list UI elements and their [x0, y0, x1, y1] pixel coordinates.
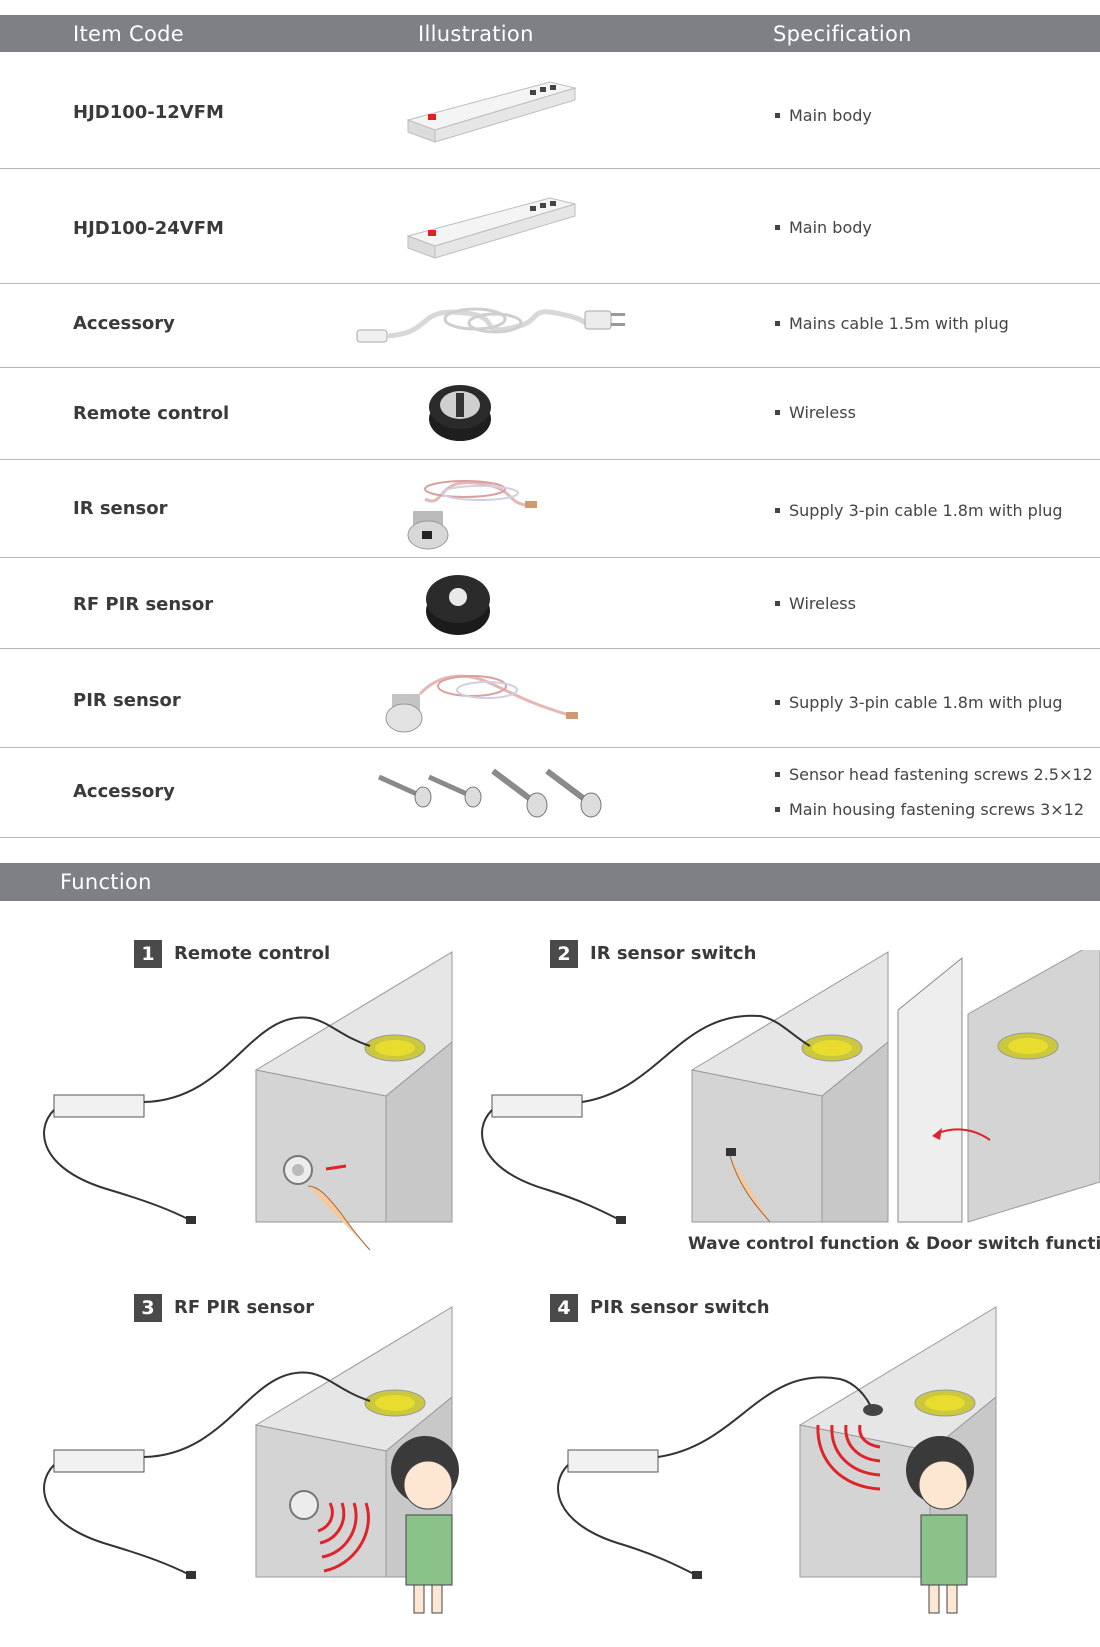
item-code: Accessory: [73, 313, 175, 334]
ir-sensor-icon: [407, 480, 537, 550]
spec-item: Mains cable 1.5m with plug: [775, 314, 1009, 333]
remote-puck-icon: [429, 385, 491, 441]
driver-box-icon: [406, 81, 577, 143]
table-row: Remote control Wireless: [0, 367, 1100, 460]
item-code: PIR sensor: [73, 690, 181, 711]
table-row: Accessory Sensor head fastening screws 2…: [0, 747, 1100, 838]
header-specification: Specification: [773, 22, 912, 46]
table-row: IR sensor Supply 3-pin cable 1.8m with p…: [0, 459, 1100, 558]
screws-icon: [377, 768, 602, 818]
function-bar: Function: [0, 863, 1100, 901]
spec-item: Main housing fastening screws 3×12: [775, 800, 1084, 819]
pir-sensor-icon: [385, 674, 578, 733]
header-illustration: Illustration: [418, 22, 534, 46]
item-code: HJD100-12VFM: [73, 102, 224, 123]
header-item-code: Item Code: [73, 22, 184, 46]
item-code: Accessory: [73, 781, 175, 802]
item-code: Remote control: [73, 403, 230, 424]
item-code: HJD100-24VFM: [73, 218, 224, 239]
table-row: HJD100-24VFM Main body: [0, 168, 1100, 284]
table-row: RF PIR sensor Wireless: [0, 557, 1100, 649]
function-title: Function: [60, 870, 152, 894]
table-row: HJD100-12VFM Main body: [0, 52, 1100, 169]
spec-item: Main body: [775, 106, 872, 125]
spec-item: Supply 3-pin cable 1.8m with plug: [775, 693, 1063, 712]
table-row: PIR sensor Supply 3-pin cable 1.8m with …: [0, 648, 1100, 748]
driver-box-icon: [406, 197, 577, 259]
spec-item: Sensor head fastening screws 2.5×12: [775, 765, 1093, 784]
spec-item: Wireless: [775, 594, 856, 613]
ir-sensor-diagram: [481, 950, 1100, 1224]
rf-pir-sensor-diagram: [43, 1306, 459, 1614]
mains-cable-icon: [356, 307, 625, 343]
table-header: Item Code Illustration Specification: [0, 15, 1100, 52]
wave-caption: Wave control function & Door switch func…: [688, 1234, 1100, 1254]
pir-sensor-diagram: [557, 1306, 997, 1614]
spec-item: Wireless: [775, 403, 856, 422]
table-row: Accessory Mains cable 1.5m with plug: [0, 283, 1100, 368]
spec-item: Supply 3-pin cable 1.8m with plug: [775, 501, 1063, 520]
remote-control-diagram: [43, 951, 453, 1251]
item-code: IR sensor: [73, 498, 168, 519]
item-code: RF PIR sensor: [73, 594, 214, 615]
spec-item: Main body: [775, 218, 872, 237]
rf-pir-puck-icon: [426, 575, 490, 635]
